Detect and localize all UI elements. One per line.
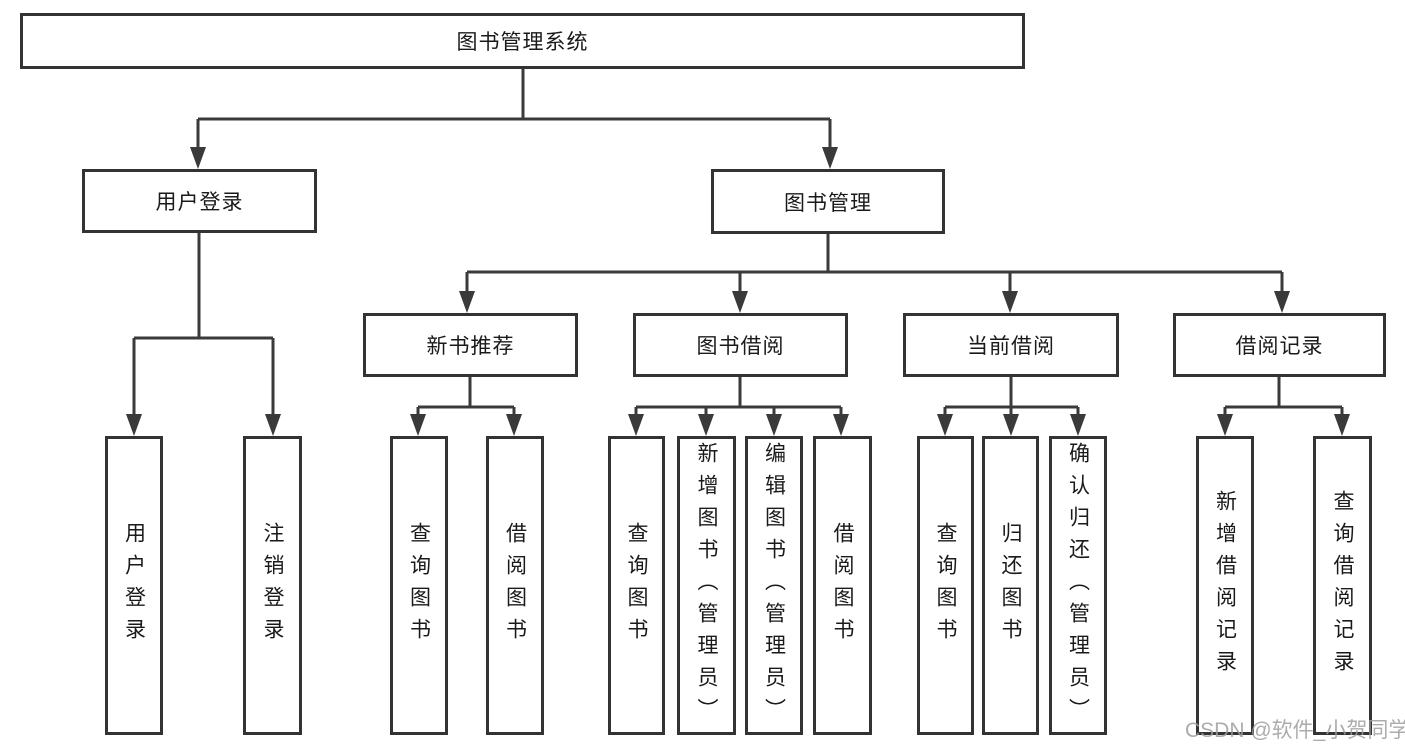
leaf-br-query-record-label: 查询借阅记录: [1331, 489, 1354, 682]
leaf-cb-return-book: 归还图书: [982, 436, 1039, 735]
leaf-br-query-record: 查询借阅记录: [1313, 436, 1372, 735]
leaf-bb-query-book-label: 查询图书: [625, 521, 648, 650]
node-borrow-record: 借阅记录: [1173, 313, 1386, 377]
node-current-borrow: 当前借阅: [903, 313, 1119, 377]
leaf-cb-return-book-label: 归还图书: [999, 521, 1022, 650]
node-book-borrow: 图书借阅: [633, 313, 848, 377]
node-new-book-recommend: 新书推荐: [363, 313, 578, 377]
leaf-bb-add-book-admin-label: 新增图书（管理员）: [695, 441, 718, 730]
leaf-bb-add-book-admin: 新增图书（管理员）: [677, 436, 736, 735]
leaf-logout-label: 注销登录: [261, 521, 284, 650]
leaf-bb-query-book: 查询图书: [608, 436, 665, 735]
leaf-cb-confirm-return-admin: 确认归还（管理员）: [1049, 436, 1107, 735]
watermark: CSDN @软件_小贺同学: [1185, 719, 1405, 742]
leaf-bb-borrow-book: 借阅图书: [813, 436, 872, 735]
leaf-nb-query-book: 查询图书: [390, 436, 448, 735]
leaf-br-add-record-label: 新增借阅记录: [1213, 489, 1237, 682]
node-root: 图书管理系统: [20, 13, 1025, 69]
leaf-nb-query-book-label: 查询图书: [407, 521, 431, 650]
leaf-user-login-label: 用户登录: [122, 521, 146, 650]
leaf-bb-edit-book-admin: 编辑图书（管理员）: [745, 436, 803, 735]
leaf-nb-borrow-book-label: 借阅图书: [503, 521, 527, 650]
node-book-management: 图书管理: [711, 169, 945, 234]
leaf-br-add-record: 新增借阅记录: [1196, 436, 1254, 735]
leaf-cb-confirm-return-admin-label: 确认归还（管理员）: [1066, 441, 1090, 730]
leaf-cb-query-book-label: 查询图书: [934, 521, 957, 650]
leaf-nb-borrow-book: 借阅图书: [486, 436, 544, 735]
node-user-login: 用户登录: [82, 169, 317, 233]
leaf-user-login: 用户登录: [105, 436, 163, 735]
leaf-bb-edit-book-admin-label: 编辑图书（管理员）: [762, 441, 786, 730]
leaf-logout: 注销登录: [243, 436, 302, 735]
leaf-bb-borrow-book-label: 借阅图书: [831, 521, 854, 650]
leaf-cb-query-book: 查询图书: [917, 436, 974, 735]
